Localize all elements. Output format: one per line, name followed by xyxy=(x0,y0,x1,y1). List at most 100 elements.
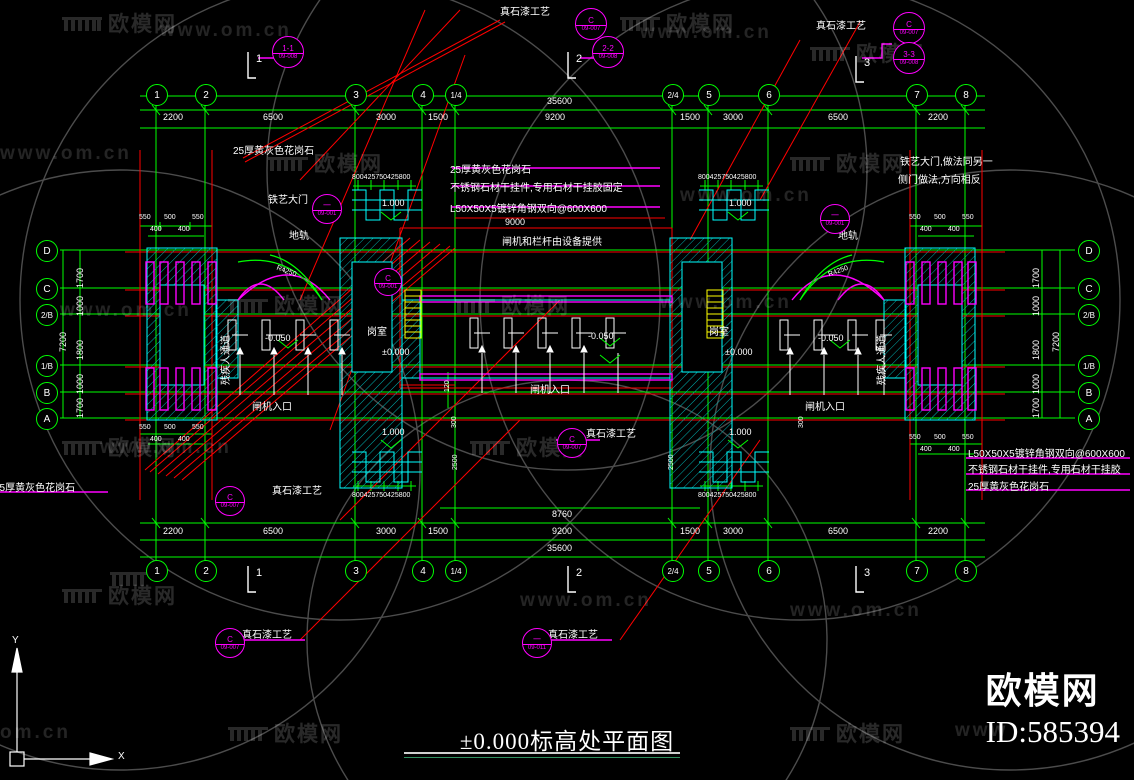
dim-wall-right-bot-550b: 550 xyxy=(962,434,974,441)
axis-bubble-left-b[interactable]: B xyxy=(36,382,58,404)
axis-label: 1 xyxy=(154,565,160,577)
callout-bubble-bottom-right[interactable]: 一 09-011 xyxy=(522,628,552,658)
callout-upper: 一 xyxy=(323,200,331,210)
dim-top-2: 6500 xyxy=(263,112,284,122)
callout-bubble-c-topright[interactable]: C 09-007 xyxy=(893,12,925,44)
dim-wall-right-bot-500: 500 xyxy=(934,434,946,441)
dim-top-3: 3000 xyxy=(376,112,397,122)
callout-bubble-door-left[interactable]: 一 09-001 xyxy=(312,194,342,224)
axis-label: 4 xyxy=(420,565,426,577)
axis-bubble-left-a[interactable]: A xyxy=(36,408,58,430)
watermark-logo-6: 欧模网 xyxy=(228,290,343,320)
axis-label: 2/B xyxy=(40,310,53,320)
axis-bubble-bottom-8[interactable]: 8 xyxy=(955,560,977,582)
callout-bubble-c-top[interactable]: C 09-007 xyxy=(575,8,607,40)
axis-bubble-bottom-6[interactable]: 6 xyxy=(758,560,780,582)
axis-label: 1 xyxy=(154,89,160,101)
label-guard-room-right: 岗室 xyxy=(709,327,729,338)
axis-bubble-right-2b[interactable]: 2/B xyxy=(1078,304,1100,326)
label-real-stone-paint-bot-2: 真石漆工艺 xyxy=(548,630,598,641)
callout-upper: C xyxy=(227,492,233,502)
axis-bubble-bottom-1-4[interactable]: 1/4 xyxy=(445,560,467,582)
callout-upper: C xyxy=(227,634,233,644)
dim-wall-right-500: 500 xyxy=(934,214,946,221)
axis-bubble-top-4[interactable]: 4 xyxy=(412,84,434,106)
axis-bubble-bottom-5[interactable]: 5 xyxy=(698,560,720,582)
axis-bubble-top-1-4[interactable]: 1/4 xyxy=(445,84,467,106)
axis-label: 5 xyxy=(706,565,712,577)
axis-bubble-bottom-3[interactable]: 3 xyxy=(345,560,367,582)
axis-bubble-top-2-4[interactable]: 2/4 xyxy=(662,84,684,106)
level-plus-one-d: 1.000 xyxy=(729,427,752,437)
axis-bubble-top-7[interactable]: 7 xyxy=(906,84,928,106)
dim-wall-left-bot-400b: 400 xyxy=(178,436,190,443)
dim-bottom-total-9200: 9200 xyxy=(552,526,573,536)
callout-bubble-stone-left[interactable]: C 09-007 xyxy=(215,486,245,516)
dim-left-v-1700a: 1700 xyxy=(75,267,85,288)
axis-label: D xyxy=(1085,245,1093,257)
dim-left-v-1700b: 1700 xyxy=(75,397,85,418)
axis-bubble-right-1b[interactable]: 1/B xyxy=(1078,355,1100,377)
callout-bubble-door-right[interactable]: 一 09-001 xyxy=(820,204,850,234)
level-plus-one-b: 1.000 xyxy=(729,198,752,208)
axis-bubble-bottom-1[interactable]: 1 xyxy=(146,560,168,582)
axis-bubble-top-6[interactable]: 6 xyxy=(758,84,780,106)
watermark-logo-5: 欧模网 xyxy=(790,148,905,178)
axis-bubble-top-5[interactable]: 5 xyxy=(698,84,720,106)
axis-bubble-right-a[interactable]: A xyxy=(1078,408,1100,430)
axis-bubble-bottom-2[interactable]: 2 xyxy=(195,560,217,582)
watermark-om-cn-5: www.om.cn xyxy=(660,292,792,313)
axis-label: 1/4 xyxy=(450,90,462,100)
callout-bubble-mid[interactable]: C 09-007 xyxy=(557,428,587,458)
axis-bubble-left-1b[interactable]: 1/B xyxy=(36,355,58,377)
axis-bubble-left-2b[interactable]: 2/B xyxy=(36,304,58,326)
axis-bubble-bottom-7[interactable]: 7 xyxy=(906,560,928,582)
dim-wall-left-bot-550b: 550 xyxy=(192,424,204,431)
axis-bubble-right-c[interactable]: C xyxy=(1078,278,1100,300)
axis-bubble-top-1[interactable]: 1 xyxy=(146,84,168,106)
watermark-brand-text: 欧模网 xyxy=(108,13,177,36)
axis-bubble-right-d[interactable]: D xyxy=(1078,240,1100,262)
callout-bubble-2-2[interactable]: 2-2 09-008 xyxy=(592,36,624,68)
axis-bubble-left-d[interactable]: D xyxy=(36,240,58,262)
dim-wall-right-bot-400b: 400 xyxy=(948,446,960,453)
callout-bubble-bottom-left[interactable]: C 09-007 xyxy=(215,628,245,658)
callout-bubble-rail-left[interactable]: C 09-001 xyxy=(374,268,402,296)
axis-label: 4 xyxy=(420,89,426,101)
axis-label: 1/4 xyxy=(450,566,462,576)
level-plus-one-c: 1.000 xyxy=(382,427,405,437)
label-gate-entry-left: 闸机入口 xyxy=(252,402,292,413)
dim-wall-left-bot-550a: 550 xyxy=(139,424,151,431)
dim-left-v-1000b: 1000 xyxy=(75,373,85,394)
callout-upper: 2-2 xyxy=(602,43,614,53)
dim-right-v-1000a: 1000 xyxy=(1031,295,1041,316)
axis-bubble-top-8[interactable]: 8 xyxy=(955,84,977,106)
title-underline-thin xyxy=(404,757,680,758)
axis-label: C xyxy=(1085,283,1093,295)
sofa-icon xyxy=(62,585,102,605)
axis-label: D xyxy=(43,245,51,257)
section-mark-top-3: 3 xyxy=(864,57,871,69)
callout-upper: C xyxy=(906,19,912,29)
axis-bubble-top-3[interactable]: 3 xyxy=(345,84,367,106)
axis-bubble-top-2[interactable]: 2 xyxy=(195,84,217,106)
dim-wall-right-550b: 550 xyxy=(962,214,974,221)
section-mark-top-1: 1 xyxy=(256,53,263,65)
dim-left-v-1000a: 1000 xyxy=(75,295,85,316)
dim-right-v-1000b: 1000 xyxy=(1031,373,1041,394)
label-gate-entry-right: 闸机入口 xyxy=(805,402,845,413)
axis-label: 7 xyxy=(914,565,920,577)
axis-bubble-bottom-4[interactable]: 4 xyxy=(412,560,434,582)
level-zero-right: ±0.000 xyxy=(725,347,753,357)
axis-bubble-left-c[interactable]: C xyxy=(36,278,58,300)
callout-bubble-1-1[interactable]: 1-1 09-008 xyxy=(272,36,304,68)
title-underline-thick xyxy=(404,752,680,754)
watermark-brand-text: 欧模网 xyxy=(836,153,905,176)
brand-block: 欧模网 ID:585394 xyxy=(986,662,1120,750)
axis-label: A xyxy=(1085,413,1093,425)
axis-bubble-right-b[interactable]: B xyxy=(1078,382,1100,404)
axis-bubble-bottom-2-4[interactable]: 2/4 xyxy=(662,560,684,582)
callout-bubble-3-3[interactable]: 3-3 09-008 xyxy=(893,42,925,74)
sofa-icon xyxy=(228,295,268,315)
